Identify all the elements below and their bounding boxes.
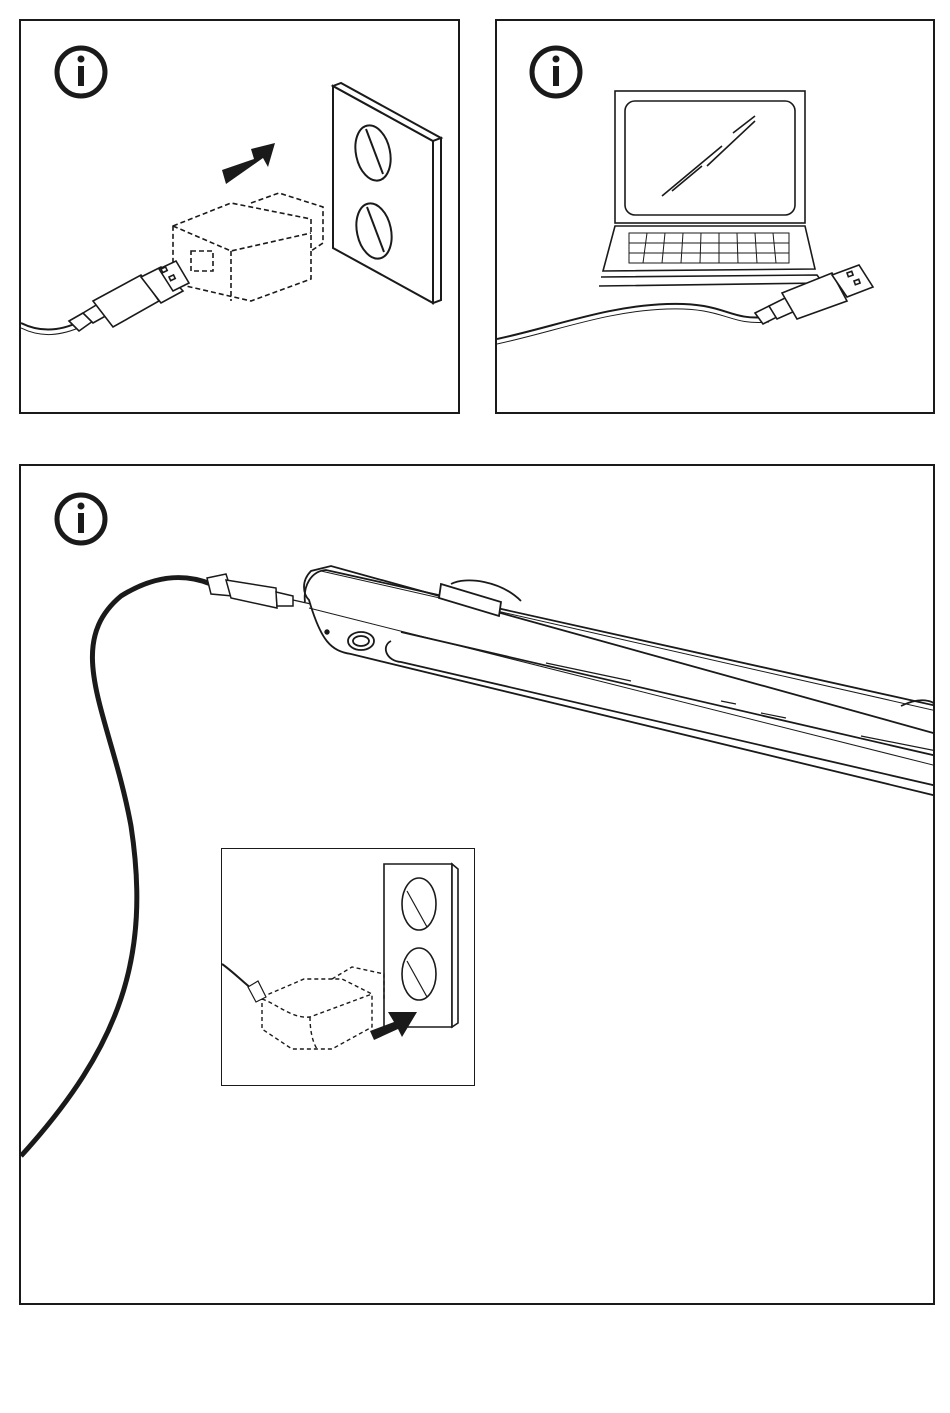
charge-light-bar-illustration (21, 466, 935, 1305)
led-light-bar-icon (304, 566, 935, 796)
charger-to-socket-illustration (21, 21, 460, 414)
usb-cable-icon (21, 261, 189, 335)
step-panel-charger-to-socket (19, 19, 460, 414)
cable-to-laptop-illustration (497, 21, 935, 414)
laptop-icon (599, 91, 823, 286)
inset-adapter-illustration (222, 849, 475, 1086)
info-icon (57, 495, 105, 543)
push-arrow-icon (222, 143, 275, 184)
step-panel-charge-light-bar (19, 464, 935, 1305)
usb-wall-adapter-icon (173, 193, 323, 301)
info-icon (532, 48, 580, 96)
step-panel-cable-to-laptop (495, 19, 935, 414)
inset-adapter-to-socket (221, 848, 475, 1086)
wall-socket-icon (384, 864, 458, 1027)
wall-socket-icon (333, 83, 441, 303)
usb-wall-adapter-icon (262, 967, 384, 1049)
info-icon (57, 48, 105, 96)
usb-cable-icon (222, 964, 266, 1002)
